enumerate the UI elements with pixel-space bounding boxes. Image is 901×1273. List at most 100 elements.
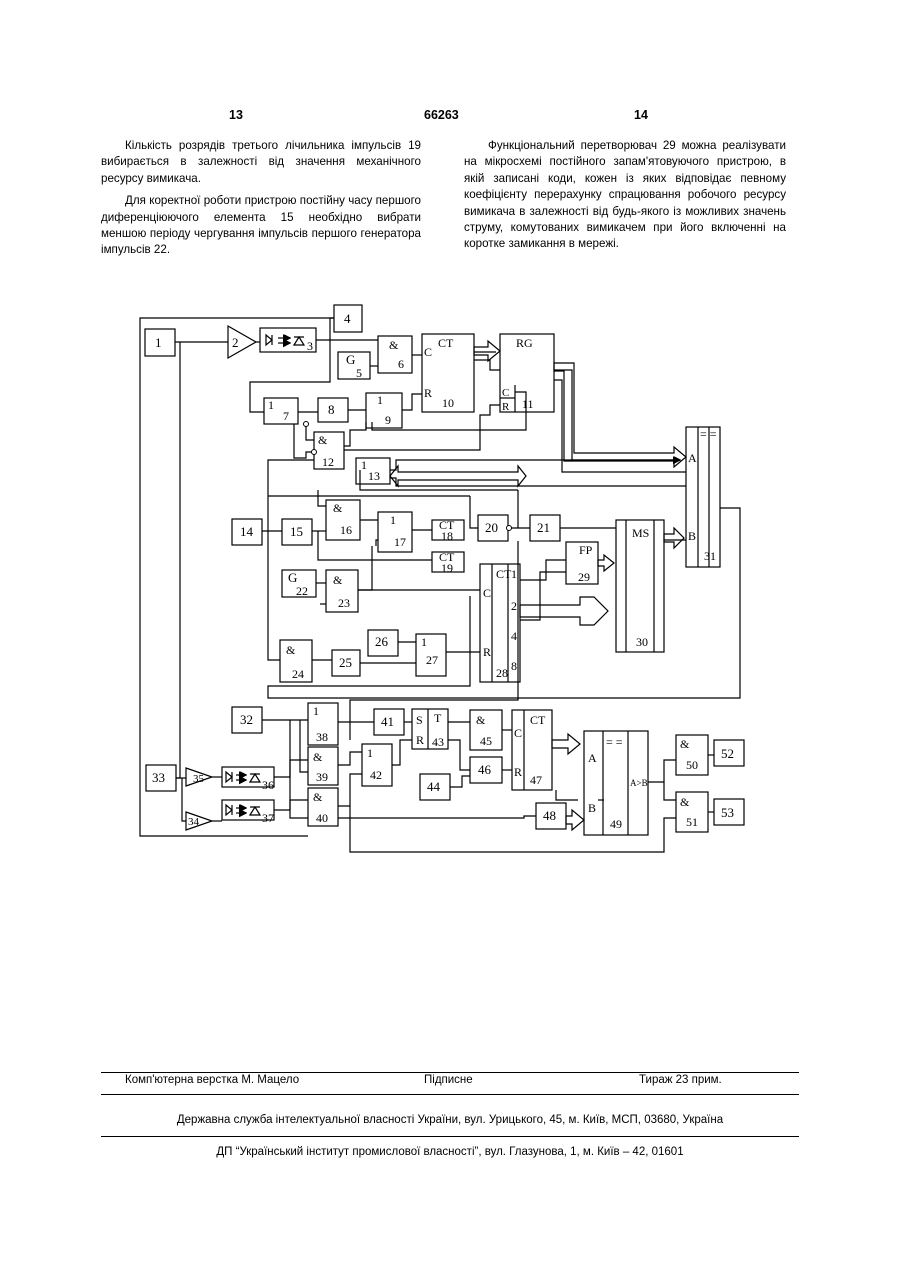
svg-text:51: 51: [686, 815, 698, 829]
svg-text:27: 27: [426, 653, 438, 667]
svg-text:1: 1: [361, 458, 367, 472]
svg-text:T: T: [434, 711, 442, 725]
svg-text:32: 32: [240, 712, 253, 727]
svg-text:&: &: [318, 433, 328, 447]
svg-text:14: 14: [240, 524, 254, 539]
svg-text:R: R: [424, 386, 432, 400]
svg-text:39: 39: [316, 770, 328, 784]
svg-text:1: 1: [367, 746, 373, 760]
svg-text:28: 28: [496, 666, 508, 680]
svg-text:25: 25: [339, 655, 352, 670]
svg-text:C: C: [502, 387, 509, 399]
svg-text:41: 41: [381, 714, 394, 729]
svg-text:17: 17: [394, 535, 406, 549]
svg-text:CT: CT: [530, 713, 546, 727]
svg-text:3: 3: [307, 339, 313, 353]
svg-text:= =: = =: [606, 735, 623, 749]
svg-text:53: 53: [721, 805, 734, 820]
svg-text:40: 40: [316, 811, 328, 825]
svg-text:R: R: [483, 645, 491, 659]
svg-text:52: 52: [721, 746, 734, 761]
circulation-label: Тираж 23 прим.: [639, 1074, 722, 1086]
svg-text:CT: CT: [496, 567, 512, 581]
svg-text:18: 18: [441, 529, 453, 543]
svg-text:&: &: [476, 713, 486, 727]
svg-text:31: 31: [704, 549, 716, 563]
svg-text:A: A: [688, 451, 697, 465]
signed-label: Підписне: [424, 1074, 473, 1086]
svg-text:37: 37: [262, 811, 274, 825]
svg-text:4: 4: [511, 629, 517, 643]
svg-text:2: 2: [232, 335, 239, 350]
svg-text:G: G: [288, 570, 297, 585]
wires: [140, 318, 740, 852]
svg-text:16: 16: [340, 523, 352, 537]
svg-text:4: 4: [344, 311, 351, 326]
svg-text:34: 34: [188, 816, 200, 828]
svg-text:26: 26: [375, 634, 389, 649]
svg-text:&: &: [333, 501, 343, 515]
svg-text:48: 48: [543, 808, 556, 823]
svg-text:1: 1: [155, 335, 162, 350]
svg-text:46: 46: [478, 762, 492, 777]
svg-text:R: R: [514, 765, 522, 779]
svg-text:= =: = =: [700, 427, 717, 441]
svg-text:44: 44: [427, 779, 441, 794]
svg-text:1: 1: [313, 704, 319, 718]
svg-text:A>B: A>B: [630, 778, 648, 788]
svg-text:23: 23: [338, 596, 350, 610]
svg-text:&: &: [680, 795, 690, 809]
svg-text:22: 22: [296, 584, 308, 598]
svg-text:9: 9: [385, 413, 391, 427]
svg-text:&: &: [680, 737, 690, 751]
svg-text:38: 38: [316, 730, 328, 744]
svg-text:&: &: [313, 750, 323, 764]
svg-text:C: C: [424, 345, 432, 359]
svg-text:R: R: [502, 401, 510, 413]
svg-text:21: 21: [537, 520, 550, 535]
svg-text:6: 6: [398, 357, 404, 371]
svg-text:1: 1: [377, 393, 383, 407]
svg-text:1: 1: [421, 635, 427, 649]
svg-text:13: 13: [368, 469, 380, 483]
svg-text:20: 20: [485, 520, 498, 535]
svg-text:FP: FP: [579, 543, 593, 557]
svg-text:A: A: [588, 751, 597, 765]
svg-text:29: 29: [578, 570, 590, 584]
svg-text:36: 36: [262, 778, 274, 792]
svg-text:10: 10: [442, 396, 454, 410]
svg-text:B: B: [588, 801, 596, 815]
svg-text:&: &: [389, 338, 399, 352]
svg-text:19: 19: [441, 561, 453, 575]
svg-text:49: 49: [610, 817, 622, 831]
svg-text:11: 11: [522, 397, 534, 411]
service-address: Державна служба інтелектуальної власност…: [101, 1114, 799, 1126]
svg-text:S: S: [416, 713, 423, 727]
svg-text:MS: MS: [632, 526, 649, 540]
svg-text:RG: RG: [516, 336, 533, 350]
svg-text:8: 8: [328, 402, 335, 417]
svg-text:35: 35: [193, 773, 205, 785]
typesetting-credit: Комп'ютерна верстка М. Мацело: [125, 1074, 299, 1086]
svg-text:33: 33: [152, 770, 165, 785]
svg-text:7: 7: [283, 409, 289, 423]
svg-text:1: 1: [511, 567, 517, 581]
svg-text:42: 42: [370, 768, 382, 782]
svg-text:2: 2: [511, 599, 517, 613]
svg-text:C: C: [483, 586, 491, 600]
svg-text:5: 5: [356, 366, 362, 380]
svg-text:R: R: [416, 733, 424, 747]
svg-text:&: &: [333, 573, 343, 587]
svg-text:47: 47: [530, 773, 542, 787]
svg-text:&: &: [313, 790, 323, 804]
svg-text:30: 30: [636, 635, 648, 649]
svg-text:43: 43: [432, 735, 444, 749]
svg-text:B: B: [688, 529, 696, 543]
svg-text:12: 12: [322, 455, 334, 469]
svg-text:24: 24: [292, 667, 304, 681]
svg-text:15: 15: [290, 524, 303, 539]
svg-text:C: C: [514, 726, 522, 740]
svg-text:1: 1: [390, 513, 396, 527]
svg-text:G: G: [346, 352, 355, 367]
svg-text:1: 1: [268, 398, 274, 412]
